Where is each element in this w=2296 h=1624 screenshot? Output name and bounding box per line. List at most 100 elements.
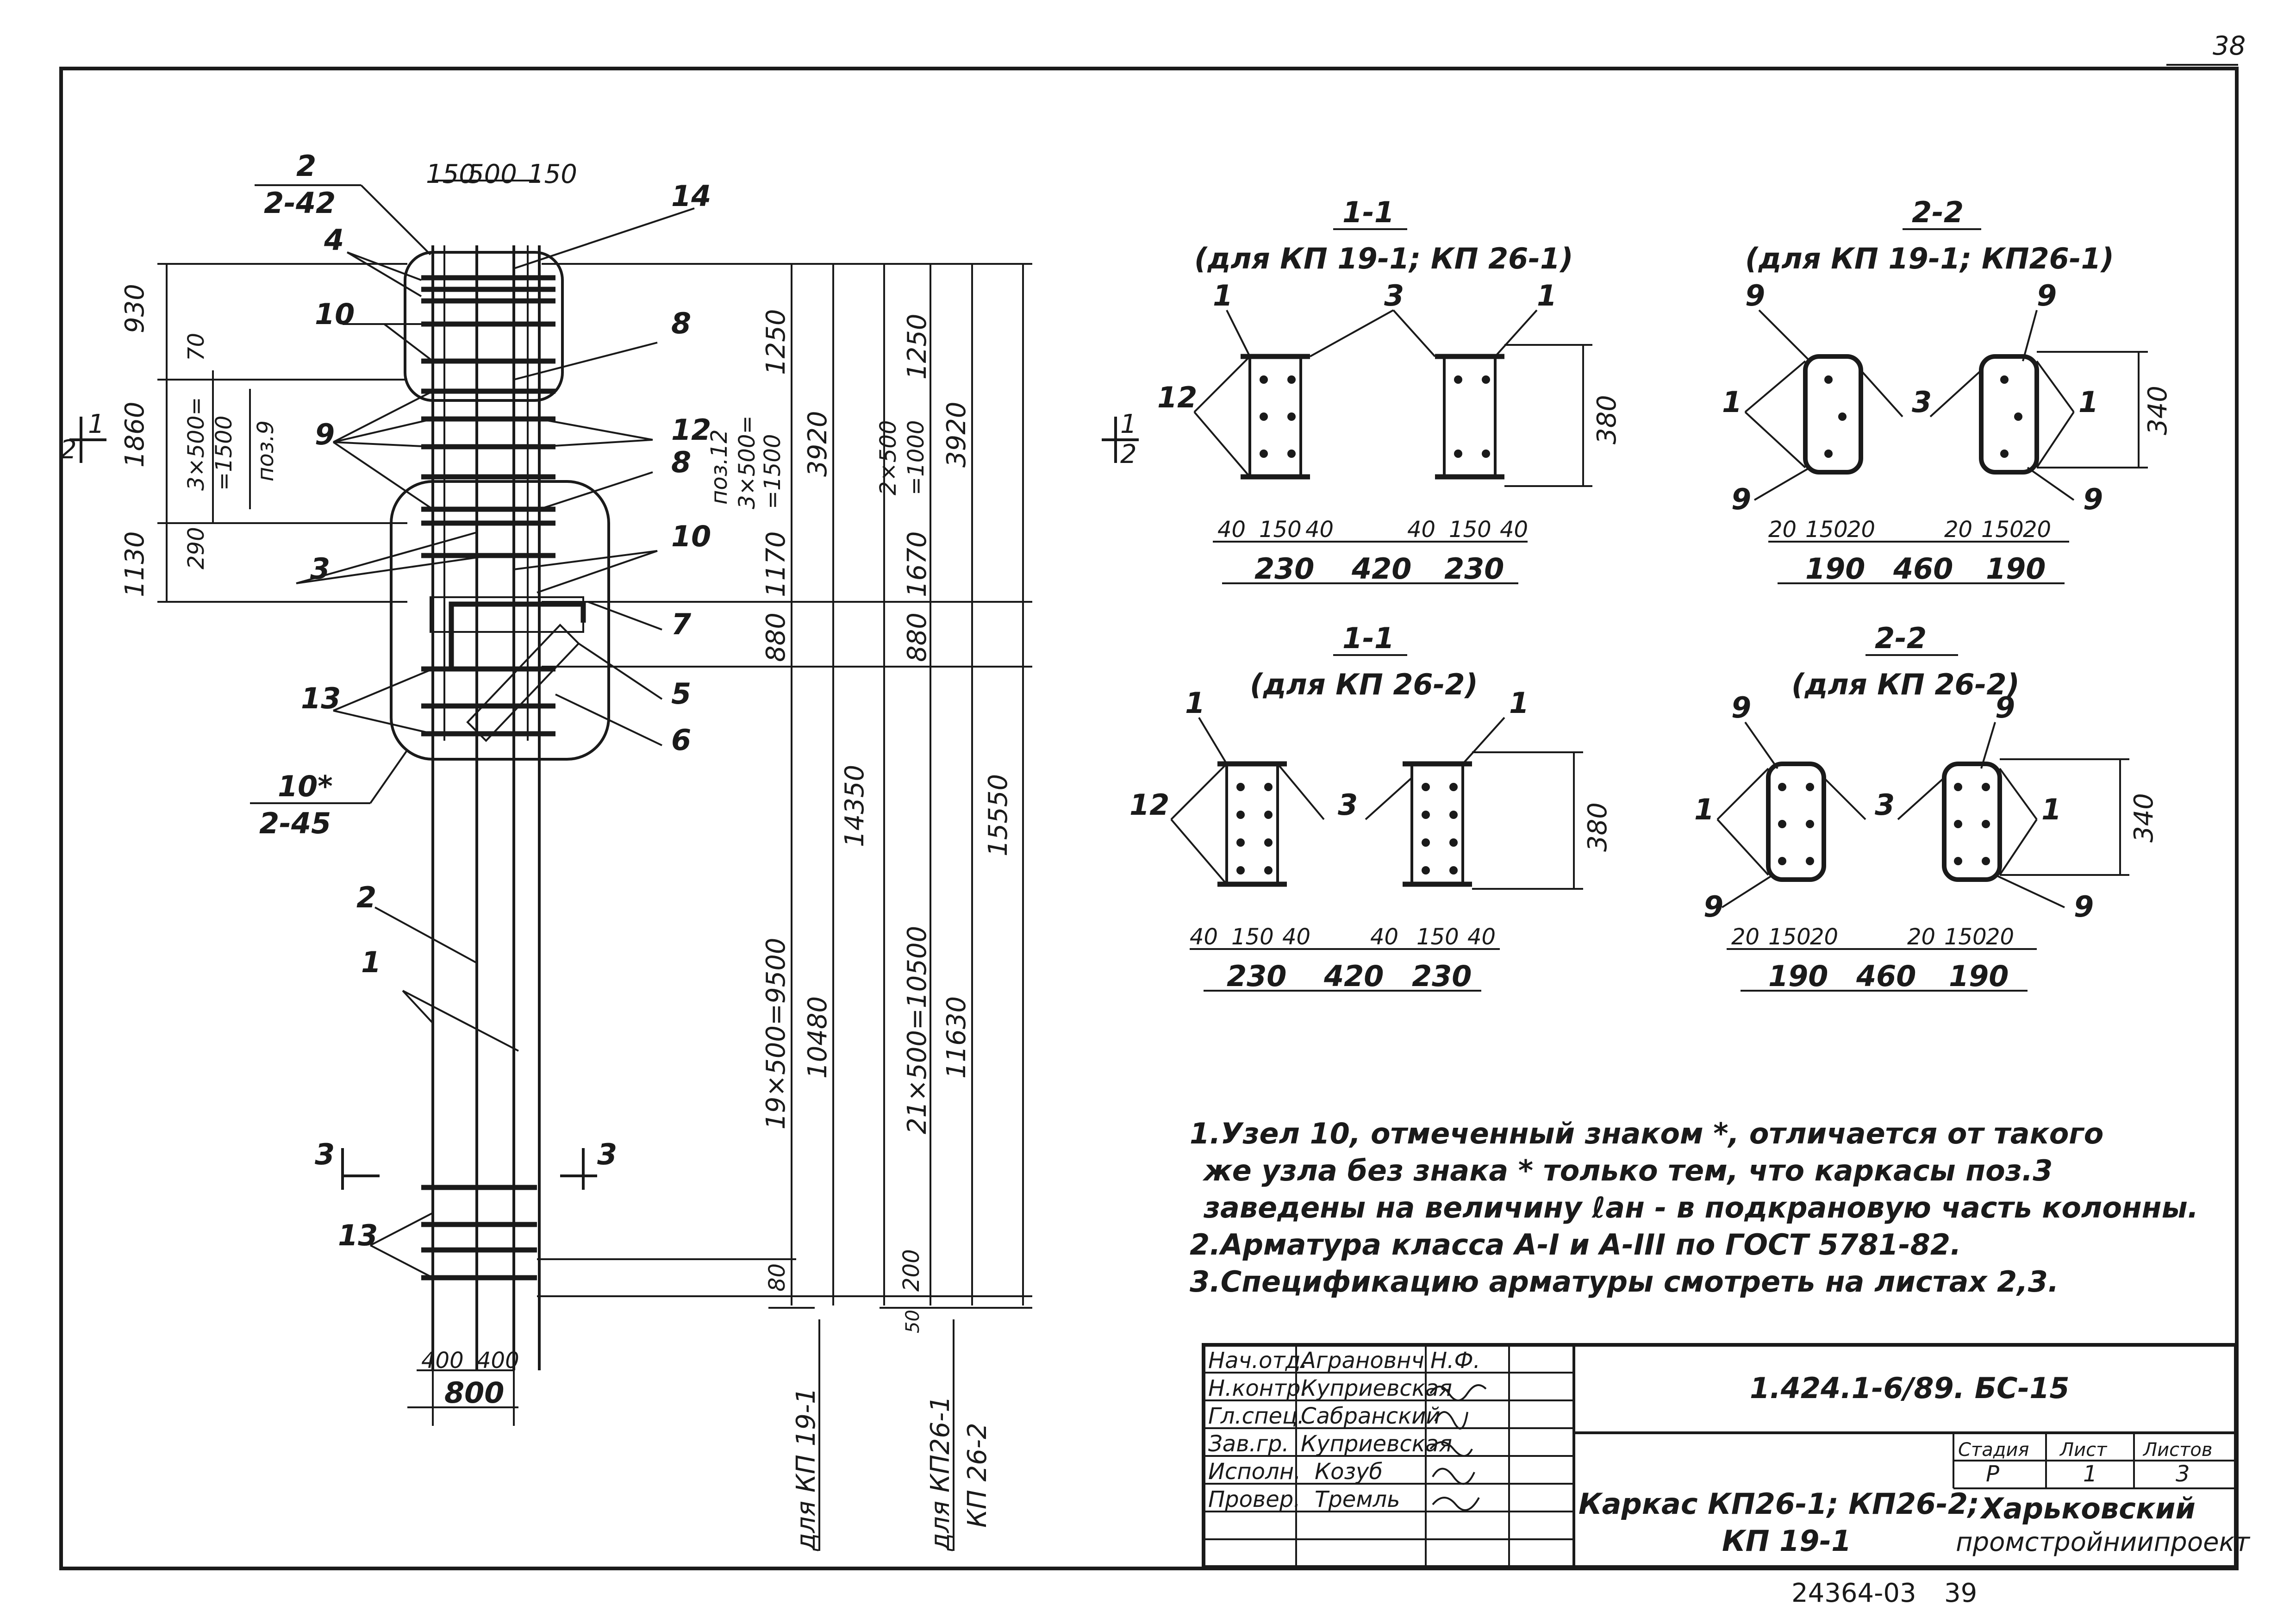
right-dim-21x500: 21×500=10500 — [902, 926, 932, 1134]
dim-420: 420 — [1323, 959, 1384, 993]
notes: 1.Узел 10, отмеченный знаком *, отличает… — [1190, 1117, 2198, 1299]
mid-dim-1170: 1170 — [761, 531, 791, 597]
leader-10a: 10 — [315, 297, 355, 331]
dim-left-930: 930 — [120, 284, 150, 333]
drawing-title: Каркас КП26-1; КП26-2; — [1578, 1487, 1979, 1521]
dim-150a: 150 — [1768, 924, 1811, 950]
role-4: Исполн. — [1208, 1459, 1301, 1485]
leader-6: 6 — [671, 723, 691, 757]
dim-left-1500: =1500 — [211, 416, 237, 491]
right-dim-15550: 15550 — [983, 774, 1013, 856]
mid-dim-3x500: 3×500= — [734, 415, 760, 509]
title-block: Нач.отд. Н.контр. Гл.спец. Зав.гр. Испол… — [1202, 1343, 2250, 1569]
note-line-5: 3.Спецификацию арматуры смотреть на лист… — [1190, 1265, 2059, 1299]
right-dim-1670: 1670 — [902, 531, 932, 597]
name-2: Сабранский — [1301, 1403, 1441, 1429]
label-12: 12 — [1129, 788, 1169, 822]
dim-left-1860: 1860 — [120, 401, 150, 468]
dim-40c: 40 — [1370, 924, 1398, 950]
dim-20a: 20 — [1768, 517, 1797, 543]
caption-kp19-1: для КП 19-1 — [791, 1387, 821, 1551]
sheets-label: Листов — [2142, 1439, 2212, 1461]
leader-8b: 8 — [671, 445, 691, 479]
dim-20c: 20 — [1944, 517, 1972, 543]
callout-2-top: 2 — [296, 149, 316, 183]
section-mark-1: 1 — [88, 409, 105, 439]
dim-20c: 20 — [1907, 924, 1935, 950]
section-1-1-b: 1-1 (для КП 26-2) 1 1 12 3 380 40 150 — [1129, 621, 1613, 993]
dim-230b: 230 — [1444, 552, 1504, 586]
label-3: 3 — [1912, 385, 1932, 419]
dim-20a: 20 — [1731, 924, 1759, 950]
name-3: Куприевская — [1301, 1431, 1452, 1457]
label-1b: 1 — [2078, 385, 2098, 419]
mid-dim-1250: 1250 — [761, 309, 791, 375]
leader-8a: 8 — [671, 306, 691, 340]
section-2-2-b: 2-2 (для КП 26-2) 9 9 1 3 1 9 9 340 20 — [1694, 621, 2159, 993]
label-3: 3 — [1384, 279, 1404, 312]
callout-2-bottom: 2-42 — [264, 186, 336, 220]
dim-20b: 20 — [1810, 924, 1838, 950]
role-1: Н.контр. — [1208, 1375, 1308, 1401]
note-line-4: 2.Арматура класса А-I и А-III по ГОСТ 57… — [1190, 1228, 1961, 1262]
section-mark-2: 2 — [60, 435, 77, 465]
caption-kp26-2: КП 26-2 — [962, 1423, 992, 1528]
label-1b: 1 — [2041, 793, 2061, 826]
drawing-title-line2: КП 19-1 — [1722, 1524, 1851, 1558]
section-mark-2b: 2 — [1120, 439, 1137, 469]
main-view: 150 500 150 2 2-42 930 70 1860 3×500= =1… — [60, 149, 711, 1426]
mid-dim-1500: =1500 — [760, 434, 786, 509]
dim-340: 340 — [2143, 386, 2173, 435]
mid-dim-80: 80 — [764, 1263, 790, 1292]
dim-left-poz9: поз.9 — [253, 420, 279, 481]
label-9d: 9 — [2083, 482, 2103, 516]
right-dim-880: 880 — [902, 612, 932, 662]
stage-value: Р — [1986, 1461, 1999, 1487]
leader-10b: 10 — [671, 519, 711, 553]
note-line-3: заведены на величину ℓан - в подкрановую… — [1203, 1191, 2198, 1224]
dim-left-1130: 1130 — [120, 531, 150, 597]
dim-190a: 190 — [1768, 959, 1828, 993]
dim-190a: 190 — [1805, 552, 1865, 586]
label-12: 12 — [1157, 381, 1197, 414]
mid-dim-880: 880 — [761, 612, 791, 662]
right-dim-200: 200 — [898, 1249, 924, 1292]
dim-230b: 230 — [1412, 959, 1472, 993]
name-5: Тремль — [1315, 1487, 1400, 1512]
sheets-value: 3 — [2176, 1461, 2190, 1487]
section-mark-1b: 1 — [1120, 409, 1137, 439]
dim-40c: 40 — [1407, 517, 1435, 543]
dim-460: 460 — [1893, 552, 1953, 586]
label-9c: 9 — [1703, 890, 1723, 924]
section-mark-3-right: 3 — [597, 1137, 617, 1171]
dim-40a: 40 — [1217, 517, 1246, 543]
leader-14: 14 — [671, 179, 711, 213]
corner-sheet-number: 38 — [2213, 31, 2246, 61]
label-1b: 1 — [1509, 686, 1529, 720]
label-9b: 9 — [1995, 691, 2015, 725]
label-1a: 1 — [1185, 686, 1205, 720]
leader-9: 9 — [315, 418, 335, 451]
label-9b: 9 — [2037, 279, 2057, 312]
dim-420: 420 — [1351, 552, 1411, 586]
section-title: 1-1 — [1342, 195, 1394, 229]
dim-150b: 150 — [1449, 517, 1491, 543]
leader-12: 12 — [671, 413, 711, 447]
leader-5: 5 — [671, 677, 691, 711]
dim-top-150b: 150 — [528, 159, 577, 189]
dim-bottom-800: 800 — [444, 1376, 504, 1410]
dim-190b: 190 — [1986, 552, 2046, 586]
leader-4: 4 — [324, 223, 344, 257]
callout-10star-bottom: 2-45 — [259, 806, 331, 840]
dim-top-150a: 150 — [426, 159, 475, 189]
dim-20b: 20 — [1847, 517, 1875, 543]
dim-40d: 40 — [1467, 924, 1496, 950]
role-0: Нач.отд. — [1208, 1348, 1308, 1374]
label-1a: 1 — [1213, 279, 1233, 312]
dim-40b: 40 — [1282, 924, 1310, 950]
label-9a: 9 — [1745, 279, 1765, 312]
right-dim-50: 50 — [902, 1310, 923, 1333]
dim-40d: 40 — [1500, 517, 1528, 543]
mid-dim-14350: 14350 — [840, 765, 870, 847]
